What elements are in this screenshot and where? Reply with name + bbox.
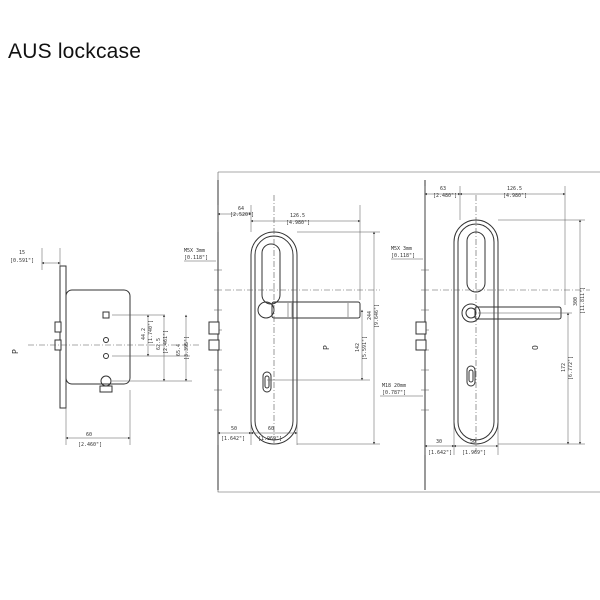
dim-text: 244 <box>367 311 373 320</box>
dim-text: [3.395"] <box>184 336 190 360</box>
dim-text: [2.520"] <box>230 212 254 218</box>
dim-line <box>112 314 192 382</box>
dim-text: 64 <box>238 206 244 212</box>
dim-text: 126.5 <box>507 186 522 192</box>
dim-text: [0.591"] <box>10 258 34 264</box>
spindle-stub <box>415 321 427 335</box>
lockcase-body <box>65 289 131 385</box>
page-title: AUS lockcase <box>8 40 142 63</box>
dim-text: M18 20mm <box>382 383 406 389</box>
lever-handle <box>271 301 361 319</box>
dim-text: 65.4 <box>176 344 182 356</box>
hole-1 <box>103 337 109 343</box>
dim-text: [1.969"] <box>462 450 486 456</box>
dim-line <box>424 420 499 455</box>
dim-text: M5X 3mm <box>391 246 412 252</box>
spindle-stub <box>208 339 220 351</box>
dim-text: [1.642"] <box>221 436 245 442</box>
spindle-boss <box>461 303 481 323</box>
rear-center-mark: O <box>531 345 540 350</box>
dim-text: 15 <box>19 250 25 256</box>
dim-text: [2.480"] <box>433 193 457 199</box>
lockcase-center-mark: P <box>11 349 20 354</box>
lockcase-faceplate <box>59 265 67 409</box>
dim-text: [0.118"] <box>391 253 415 259</box>
dim-text: [1.969"] <box>258 436 282 442</box>
dim-line <box>478 219 585 445</box>
dim-text: 60 <box>268 426 274 432</box>
lever-handle-detail <box>287 303 349 317</box>
keyhole-slot <box>466 365 476 387</box>
dim-line <box>424 186 566 305</box>
dim-text: 142 <box>355 343 361 352</box>
dim-text: 60 <box>86 432 92 438</box>
dim-text: M5X 3mm <box>184 248 205 254</box>
dim-text: [9.646"] <box>374 304 380 328</box>
dim-text: 172 <box>561 363 567 372</box>
keyhole-slot <box>262 371 272 393</box>
lockcase-view: P 15 [0.591"] 44.2 [1.740"] 62.5 [2.461"… <box>10 248 200 448</box>
latch-bolt <box>54 321 62 333</box>
spindle-stub <box>208 321 220 335</box>
dim-text: 50 <box>231 426 237 432</box>
rear-view: O 63 [2.480"] 126.5 [4.980"] M5X 3mm [0.… <box>380 180 590 490</box>
dim-text: 30 <box>436 439 442 445</box>
front-center-mark: P <box>322 345 331 350</box>
dim-line <box>41 248 61 270</box>
handle-rose <box>261 243 281 305</box>
dim-text: [0.118"] <box>184 255 208 261</box>
dim-text: [1.740"] <box>148 320 154 344</box>
dim-text: [11.811"] <box>580 287 586 314</box>
dim-text: 126.5 <box>290 213 305 219</box>
dim-line <box>267 231 380 445</box>
spindle-square <box>102 311 110 319</box>
dim-text: [2.460"] <box>78 442 102 448</box>
dim-text: 300 <box>573 297 579 306</box>
dim-text: [4.980"] <box>503 193 527 199</box>
dim-text: [2.461"] <box>163 330 169 354</box>
dim-text: [4.980"] <box>286 220 310 226</box>
hole-2 <box>103 353 109 359</box>
dim-text: [0.787"] <box>382 390 406 396</box>
dim-text: [6.772"] <box>568 356 574 380</box>
spindle-stub <box>415 339 427 351</box>
keyhole-insert <box>264 375 270 389</box>
dim-line <box>65 390 131 445</box>
dim-text: 44.2 <box>141 328 147 340</box>
front-view: P 64 [2.520"] 126.5 [4.980"] M5X 3mm [0.… <box>184 180 380 490</box>
cylinder-cam <box>99 385 113 393</box>
keyhole-insert <box>468 369 474 383</box>
dim-text: [5.591"] <box>362 336 368 360</box>
dim-text: 63 <box>440 186 446 192</box>
dim-text: [1.642"] <box>428 450 452 456</box>
dim-text: 62.5 <box>156 338 162 350</box>
dim-text: 50 <box>470 439 476 445</box>
